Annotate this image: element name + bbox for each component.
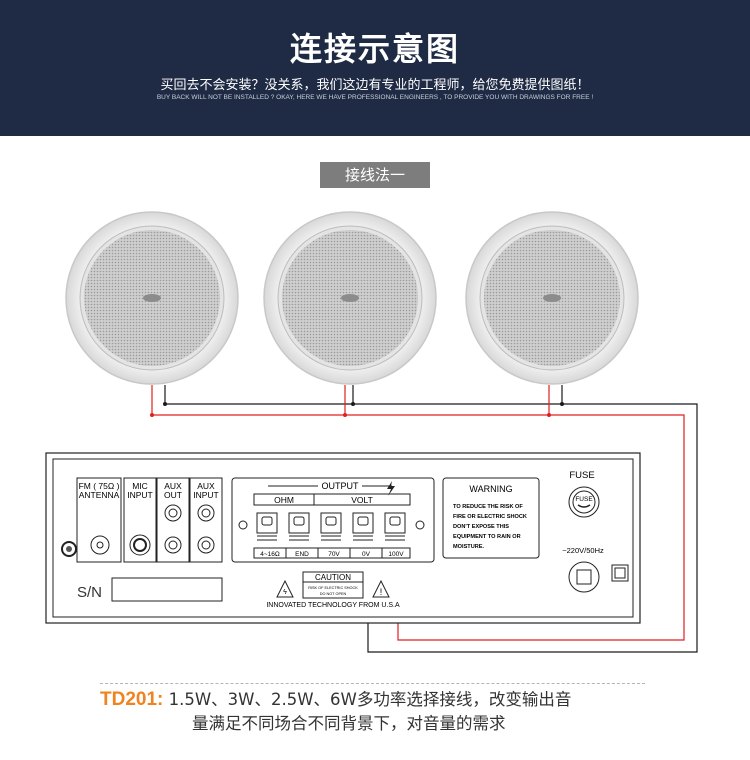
divider	[100, 683, 645, 684]
amplifier-rear-panel: FM ( 75Ω ) ANTENNA MIC INPUT AUX OUT AUX…	[45, 452, 641, 624]
fuse-holder: FUSE FUSE	[568, 470, 600, 518]
caption-line-1: 1.5W、3W、2.5W、6W多功率选择接线，改变输出音	[163, 690, 572, 709]
caution-line: DO NOT OPEN	[320, 592, 347, 596]
svg-text:!: !	[380, 587, 383, 597]
lightning-icon	[387, 481, 395, 496]
fuse-label: FUSE	[569, 470, 594, 481]
speaker-logo	[543, 294, 561, 302]
mic-label: MIC	[132, 481, 148, 491]
caution-label: ϟ CAUTION RISK OF ELECTRIC SHOCK DO NOT …	[266, 571, 400, 609]
svg-text:ϟ: ϟ	[283, 589, 287, 596]
warning-line: DON'T EXPOSE THIS	[453, 524, 509, 530]
mic-input-label: INPUT	[127, 490, 153, 500]
subtitle-english: BUY BACK WILL NOT BE INSTALLED ? OKAY, H…	[156, 94, 594, 101]
aux-out-sub-label: OUT	[164, 490, 182, 500]
output-title: OUTPUT	[322, 481, 360, 491]
speaker-3	[465, 211, 639, 385]
terminal-ohm: 4~16Ω	[260, 551, 280, 558]
model-number: TD201:	[100, 689, 164, 710]
sn-box	[111, 577, 223, 602]
warning-line: EQUIPMENT TO RAIN OR	[453, 534, 521, 540]
warning-box: WARNING TO REDUCE THE RISK OF FIRE OR EL…	[442, 477, 540, 559]
header-banner: 连接示意图 买回去不会安装？没关系，我们这边有专业的工程师，给您免费提供图纸！ …	[0, 0, 750, 136]
terminal-100v: 100V	[388, 551, 404, 558]
aux-out-label: AUX	[164, 481, 182, 491]
warning-line: FIRE OR ELECTRIC SHOCK	[453, 514, 527, 520]
speaker-1	[65, 211, 239, 385]
black-wire	[164, 385, 698, 653]
fm-label: FM ( 75Ω )	[79, 481, 120, 491]
caution-line: RISK OF ELECTRIC SHOCK	[308, 586, 358, 590]
page-title: 连接示意图	[289, 30, 460, 68]
terminal-block	[256, 512, 406, 541]
subtitle-chinese: 买回去不会安装？没关系，我们这边有专业的工程师，给您免费提供图纸！	[160, 78, 590, 93]
method-label: 接线法一	[320, 162, 430, 188]
speaker-logo	[143, 294, 161, 302]
wires	[150, 385, 698, 653]
sn-label: S/N	[77, 584, 102, 601]
input-jacks: FM ( 75Ω ) ANTENNA MIC INPUT AUX OUT AUX…	[61, 477, 223, 563]
aux-input-label: INPUT	[193, 490, 219, 500]
warning-title: WARNING	[469, 484, 512, 494]
terminal-0v: 0V	[362, 551, 371, 558]
caption: TD201: 1.5W、3W、2.5W、6W多功率选择接线，改变输出音 量满足不…	[100, 688, 660, 736]
terminal-end: END	[295, 551, 309, 558]
fuse-inner-label: FUSE	[575, 496, 593, 503]
volt-label: VOLT	[351, 495, 373, 505]
speaker-2	[263, 211, 437, 385]
terminal-70v: 70V	[328, 551, 340, 558]
aux-in-label: AUX	[197, 481, 215, 491]
red-wire	[151, 385, 685, 641]
ohm-label: OHM	[274, 495, 294, 505]
tagline: INNOVATED TECHNOLOGY FROM U.S.A	[266, 602, 400, 609]
power-socket: ~220V/50Hz	[562, 546, 629, 593]
output-section: OUTPUT OHM VOLT 4~16Ω END 70V	[231, 477, 435, 563]
caution-title: CAUTION	[315, 573, 351, 582]
caption-line-2: 量满足不同场合不同背景下，对音量的需求	[192, 714, 506, 733]
speaker-logo	[341, 294, 359, 302]
warning-line: MOISTURE.	[453, 544, 485, 550]
antenna-label: ANTENNA	[79, 490, 120, 500]
power-label: ~220V/50Hz	[562, 546, 604, 555]
warning-line: TO REDUCE THE RISK OF	[453, 504, 523, 510]
